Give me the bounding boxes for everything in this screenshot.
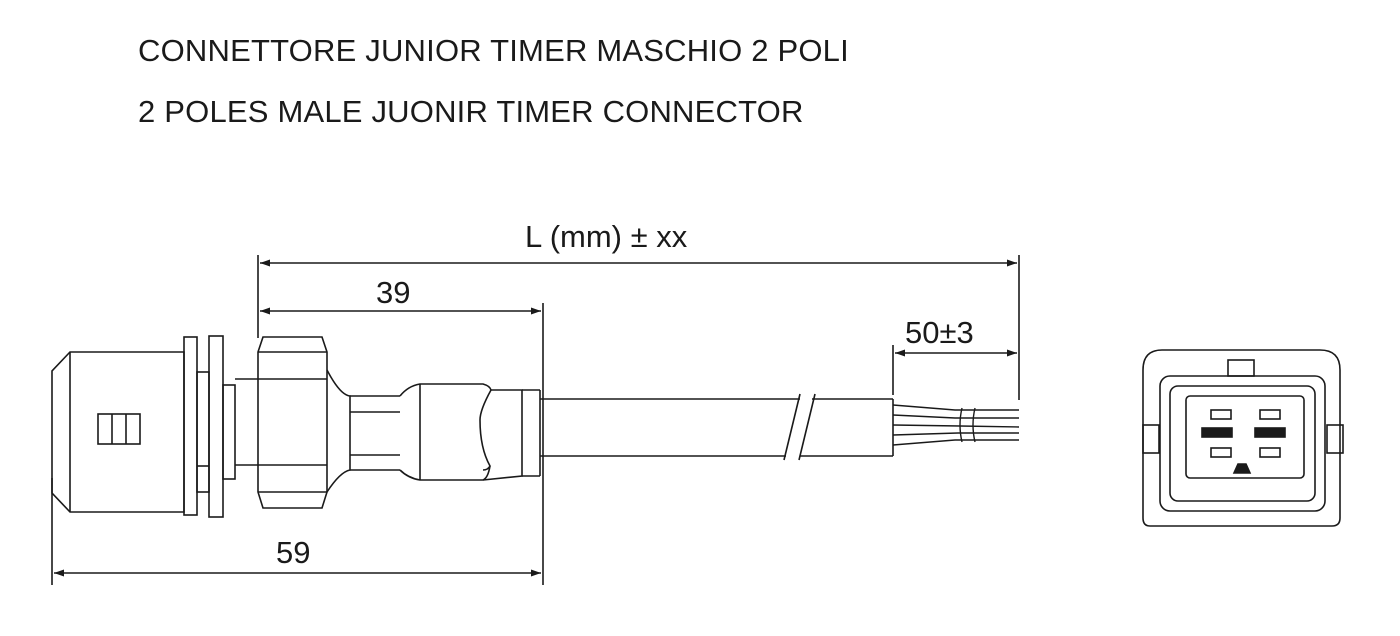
pin-2 [1254,427,1286,438]
dimension-overmold-length [260,303,544,585]
connector-body [51,351,185,513]
title-italian: CONNETTORE JUNIOR TIMER MASCHIO 2 POLI [138,33,849,68]
dimension-label-39: 39 [376,275,410,310]
dimension-label-50: 50±3 [905,315,974,350]
dimension-strip-length [892,345,1017,395]
cable [540,393,894,461]
dimension-label-59: 59 [276,535,310,570]
pin-1 [1201,427,1233,438]
dimension-connector-length [51,478,541,585]
title-english: 2 POLES MALE JUONIR TIMER CONNECTOR [138,94,804,129]
stripped-wires [892,404,1020,446]
overmold [326,369,541,493]
dimension-total-length [257,255,1020,400]
dimension-label-total: L (mm) ± xx [525,219,688,254]
latch-window-icon [97,413,141,445]
flange-washer [183,335,236,518]
connector-front-view [1142,349,1344,527]
nut [235,336,328,509]
